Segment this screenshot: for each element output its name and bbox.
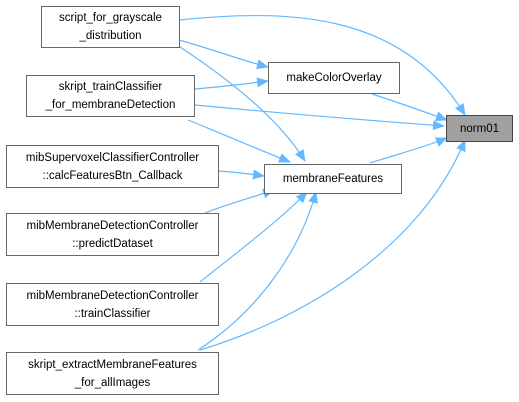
edge-grayscale-to-makecoloroverlay bbox=[178, 39, 269, 70]
edge-trainscript-to-norm01 bbox=[194, 104, 445, 131]
node-makecoloroverlay[interactable]: makeColorOverlay bbox=[268, 62, 400, 94]
node-label-line1: skript_trainClassifier bbox=[58, 81, 163, 93]
node-label: norm01 bbox=[460, 122, 499, 135]
node-label-line2: ::trainClassifier bbox=[74, 307, 151, 320]
node-calcfeaturesbtn-callback[interactable]: mibSupervoxelClassifierController ::calc… bbox=[6, 145, 219, 188]
node-label-line1: skript_extractMembraneFeatures bbox=[28, 358, 197, 371]
node-label-line2: _for_membraneDetection bbox=[45, 99, 176, 111]
node-membranefeatures[interactable]: membraneFeatures bbox=[264, 164, 402, 194]
node-trainclassifier[interactable]: mibMembraneDetectionController ::trainCl… bbox=[6, 283, 219, 326]
node-skript-trainclassifier-for-membranedetection[interactable]: skript_trainClassifier _for_membraneDete… bbox=[26, 75, 195, 117]
edge-trainclassifier-to-membranefeatures bbox=[199, 191, 308, 283]
node-label: membraneFeatures bbox=[282, 173, 384, 185]
node-predictdataset[interactable]: mibMembraneDetectionController ::predict… bbox=[6, 213, 219, 256]
edge-grayscale-to-membranefeatures bbox=[179, 46, 306, 162]
edge-trainscript-to-membranefeatures bbox=[187, 119, 291, 163]
edge-grayscale-to-norm01 bbox=[178, 15, 466, 116]
node-norm01[interactable]: norm01 bbox=[446, 115, 513, 142]
edge-membranefeatures-to-norm01 bbox=[369, 137, 448, 164]
node-label-line1: mibMembraneDetectionController bbox=[26, 289, 199, 302]
node-label-line1: mibSupervoxelClassifierController bbox=[25, 151, 200, 164]
edge-calcfeatures-to-membranefeatures bbox=[218, 169, 265, 180]
node-label-line1: script_for_grayscale bbox=[59, 12, 162, 24]
node-label-line1: mibMembraneDetectionController bbox=[26, 219, 199, 232]
node-label-line2: _distribution bbox=[79, 30, 142, 42]
edge-trainscript-to-makecoloroverlay bbox=[194, 77, 269, 90]
node-script-for-grayscale-distribution[interactable]: script_for_grayscale _distribution bbox=[41, 6, 180, 48]
edge-extract-to-norm01 bbox=[199, 139, 466, 351]
node-label-line2: _for_allImages bbox=[74, 376, 151, 389]
edge-makecoloroverlay-to-norm01 bbox=[371, 93, 448, 121]
node-label-line2: ::calcFeaturesBtn_Callback bbox=[42, 169, 183, 182]
node-skript-extractmembranefeatures-for-allimages[interactable]: skript_extractMembraneFeatures _for_allI… bbox=[6, 352, 219, 395]
node-label-line2: ::predictDataset bbox=[72, 237, 153, 250]
edge-extract-to-membranefeatures bbox=[197, 191, 318, 351]
node-label: makeColorOverlay bbox=[286, 72, 382, 84]
